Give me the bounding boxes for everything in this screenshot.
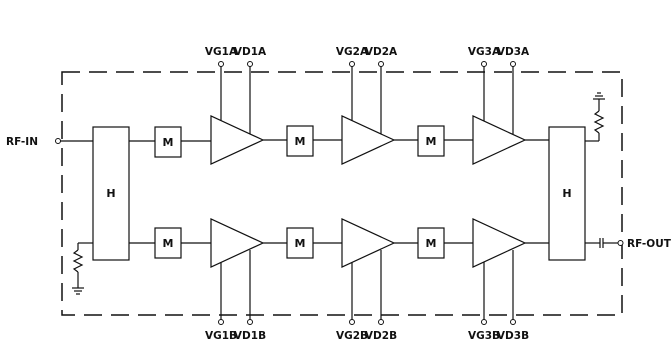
- amplifier-bottom-3: [472, 218, 527, 268]
- bias-pin-vd3b: [510, 319, 516, 325]
- bias-pin-vg1b: [218, 319, 224, 325]
- bias-pin-vd2b: [378, 319, 384, 325]
- bias-label-vg3b: VG3B: [468, 330, 500, 342]
- dc-block-capacitor: [599, 238, 604, 248]
- svg-text:M: M: [295, 135, 306, 148]
- bias-label-vg3a: VG3A: [468, 46, 501, 58]
- bias-label-vd3b: VD3B: [497, 330, 529, 342]
- bias-pin-vg3a: [481, 61, 487, 67]
- bias-label-vd1a: VD1A: [234, 46, 267, 58]
- bias-label-vd3a: VD3A: [497, 46, 530, 58]
- amplifier-top-2: [341, 115, 396, 165]
- output-hybrid-block: [548, 126, 586, 261]
- bias-label-vg2a: VG2A: [336, 46, 369, 58]
- rf-out-pin: [617, 240, 624, 246]
- input-hybrid-block: [92, 126, 130, 261]
- input-termination-resistor: [72, 249, 84, 273]
- output-hybrid-label: H: [562, 187, 571, 200]
- match-network-bottom-1: [154, 227, 182, 259]
- bias-label-vg2b: VG2B: [336, 330, 368, 342]
- svg-text:M: M: [426, 135, 437, 148]
- bias-pin-vd1a: [247, 61, 253, 67]
- rf-in-label: RF-IN: [6, 136, 38, 148]
- amplifier-top-1: [210, 115, 265, 165]
- bias-pin-vg2a: [349, 61, 355, 67]
- output-ground-icon: [593, 92, 605, 100]
- bias-label-vg1b: VG1B: [205, 330, 237, 342]
- svg-text:M: M: [163, 136, 174, 149]
- svg-text:M: M: [426, 237, 437, 250]
- match-network-top-1: [154, 126, 182, 158]
- bias-pin-vd3a: [510, 61, 516, 67]
- bias-label-vd1b: VD1B: [234, 330, 266, 342]
- bias-pin-vg2b: [349, 319, 355, 325]
- bias-label-vd2b: VD2B: [365, 330, 397, 342]
- match-network-bottom-3: [417, 227, 445, 259]
- bias-pin-vg1a: [218, 61, 224, 67]
- output-termination-resistor: [593, 110, 605, 134]
- bias-label-vg1a: VG1A: [205, 46, 238, 58]
- amplifier-top-3: [472, 115, 527, 165]
- amplifier-bottom-2: [341, 218, 396, 268]
- input-hybrid-label: H: [106, 187, 115, 200]
- svg-text:M: M: [295, 237, 306, 250]
- svg-text:M: M: [163, 237, 174, 250]
- package-outline: [61, 71, 623, 316]
- rf-in-pin: [55, 138, 61, 144]
- bias-pin-vd2a: [378, 61, 384, 67]
- match-network-top-3: [417, 125, 445, 157]
- amplifier-bottom-1: [210, 218, 265, 268]
- rf-out-label: RF-OUT: [627, 238, 672, 250]
- match-network-top-2: [286, 125, 314, 157]
- input-ground-icon: [72, 287, 84, 295]
- bias-pin-vd1b: [247, 319, 253, 325]
- bias-pin-vg3b: [481, 319, 487, 325]
- bias-label-vd2a: VD2A: [365, 46, 398, 58]
